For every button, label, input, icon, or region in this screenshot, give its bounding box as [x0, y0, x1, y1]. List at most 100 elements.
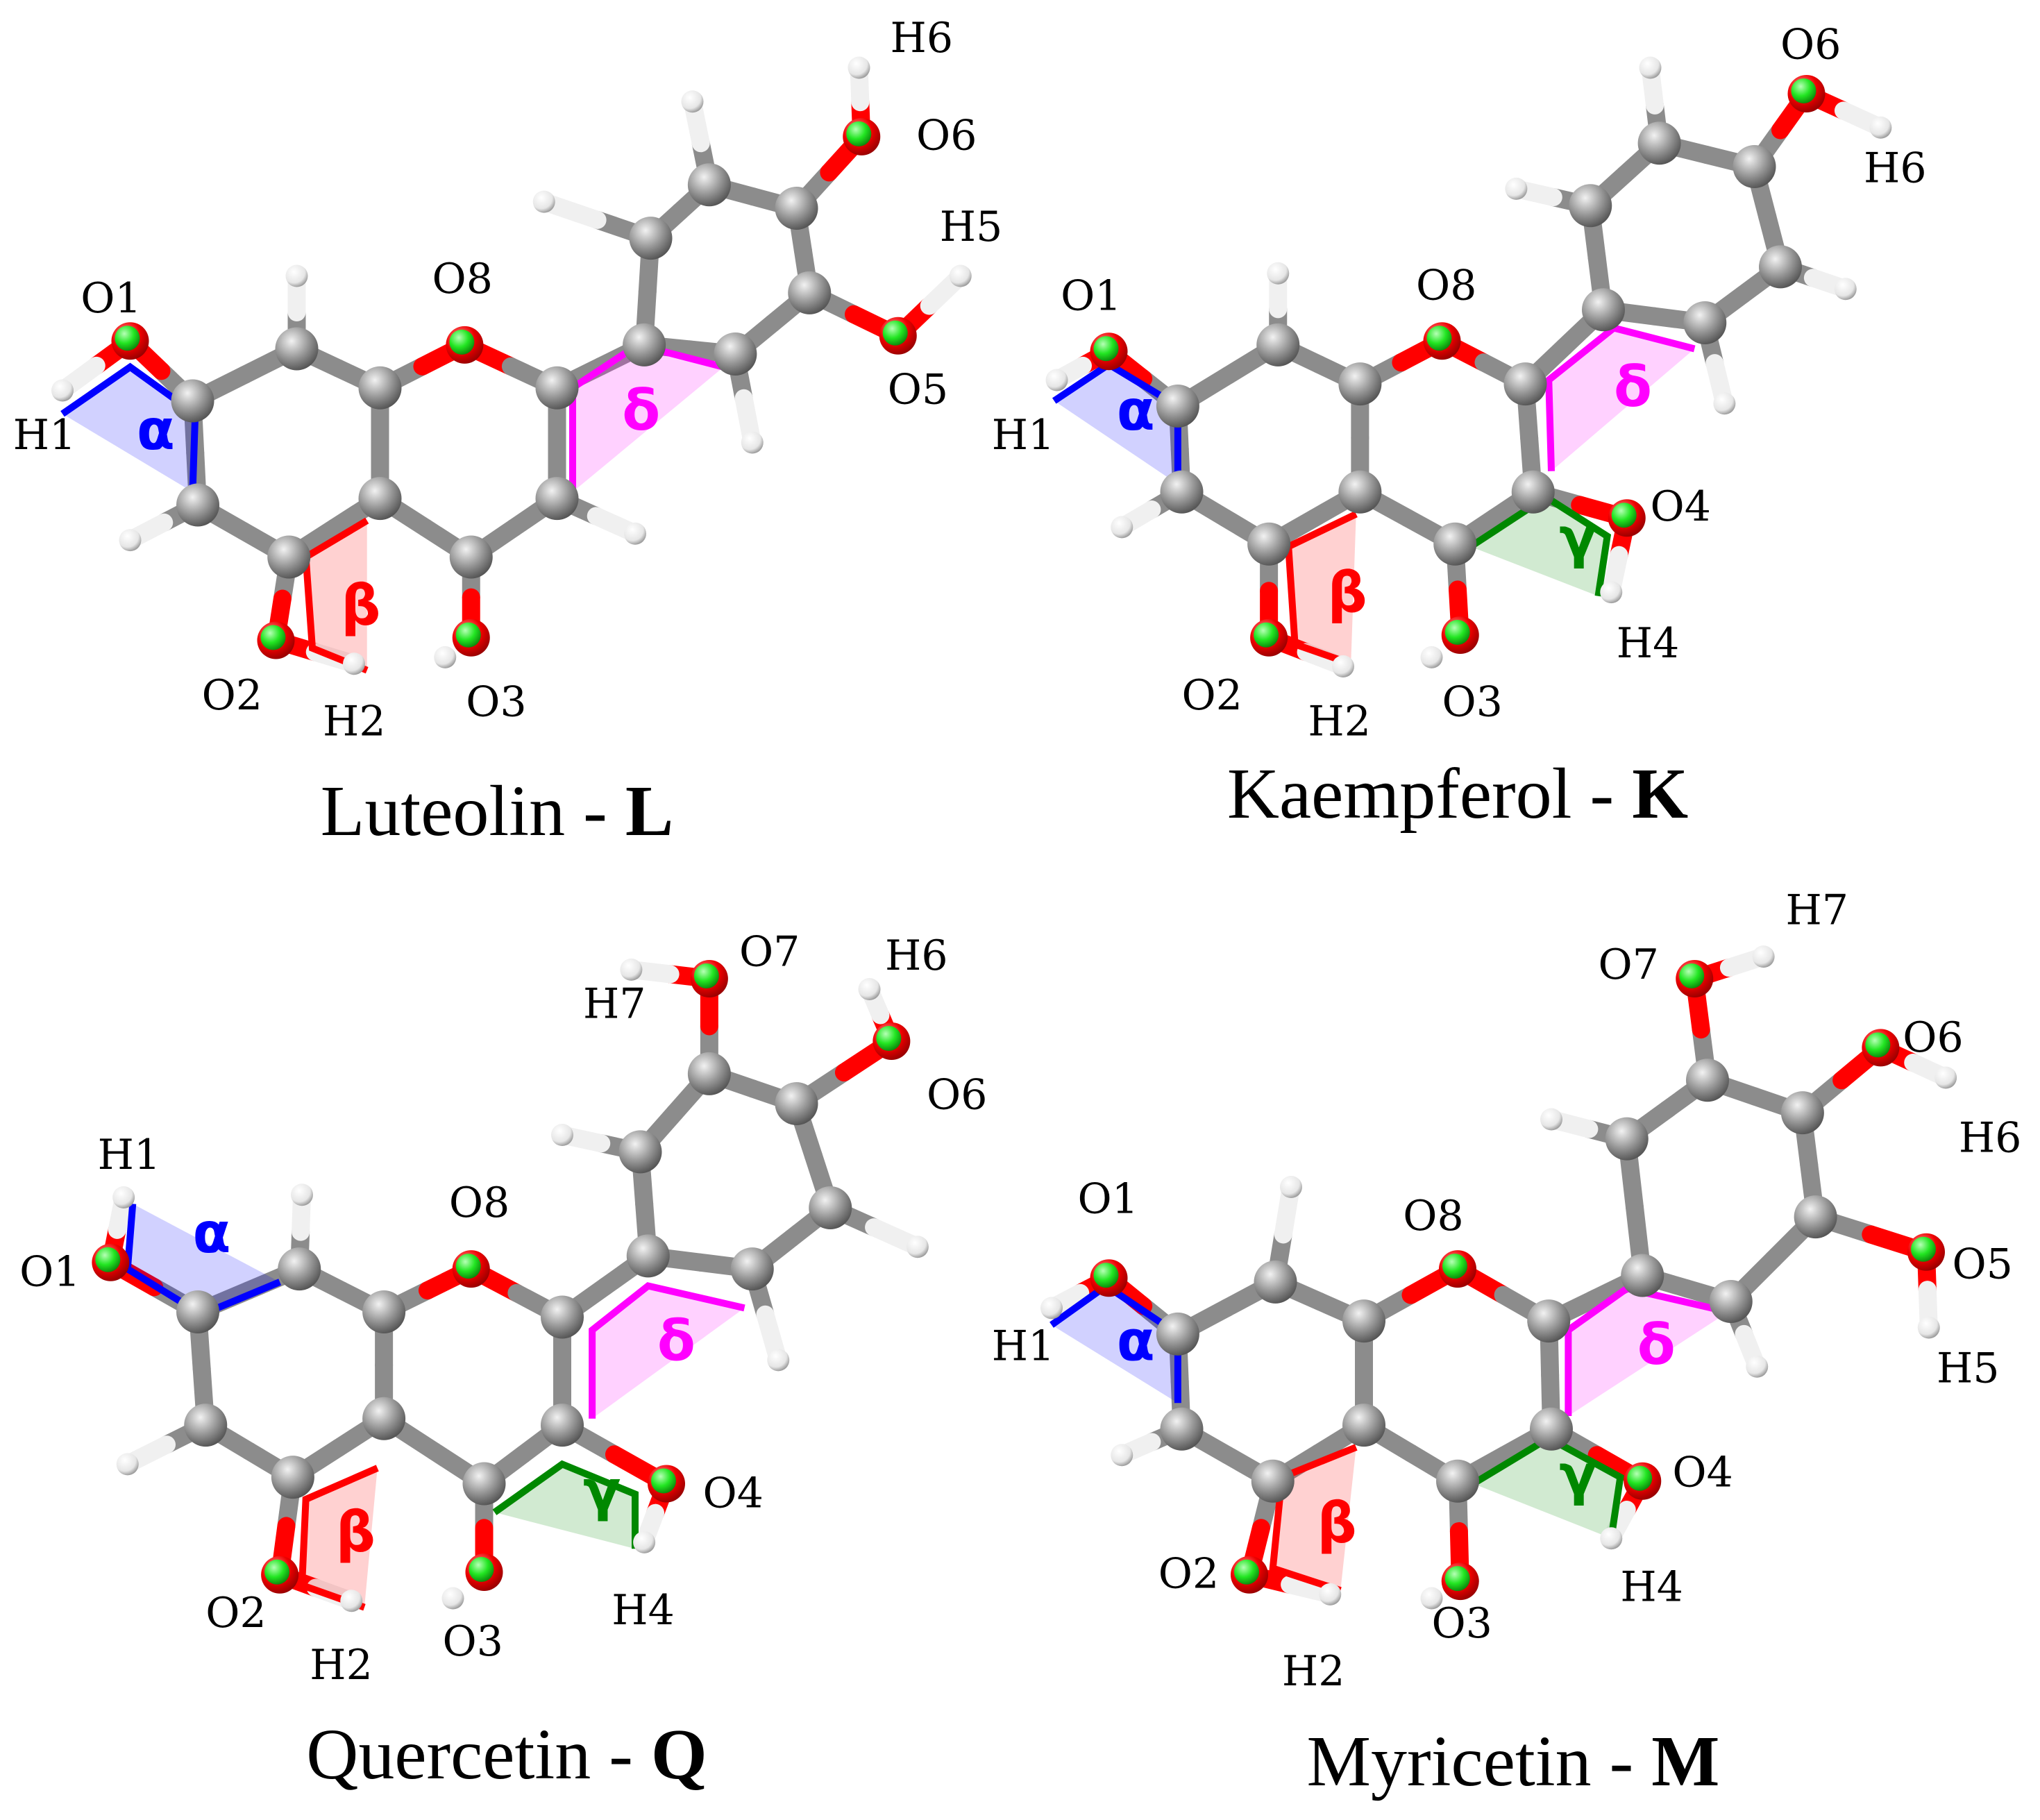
carbon-atom: [1338, 470, 1382, 514]
carbon-atom: [271, 1456, 314, 1499]
carbon-atom: [809, 1186, 852, 1229]
angle-markers: [60, 341, 725, 674]
carbon-atom: [1621, 1254, 1664, 1297]
beta-angle-line: [1269, 1444, 1358, 1594]
atom-label: H1: [992, 411, 1055, 460]
alpha-angle-line: [1052, 360, 1181, 485]
beta-angle-label: β: [1317, 1491, 1357, 1556]
hydrogen-atom: [340, 1590, 363, 1612]
hydrogen-atom: [119, 529, 142, 552]
carbon-atom: [449, 535, 493, 579]
hydrogen-atom: [1834, 278, 1857, 301]
beta-angle-shade: [1288, 514, 1356, 664]
atom-label: H2: [310, 1641, 373, 1690]
hydrogen-atom: [116, 1453, 139, 1476]
hydrogen-atom: [1752, 945, 1775, 968]
hydrogen-atom: [1420, 1587, 1443, 1610]
delta-angle-line: [1565, 1284, 1730, 1416]
carbon-atom: [1160, 470, 1204, 514]
hydrogen-atom: [741, 431, 764, 454]
carbon-atom: [1569, 184, 1612, 228]
gamma-angle-line: [1469, 493, 1612, 597]
hydrogen-atom: [1639, 56, 1662, 79]
hydrogen-atom: [1267, 262, 1290, 285]
gamma-angle-label: γ: [1559, 506, 1597, 571]
hydrogen-atom: [1540, 1108, 1562, 1131]
hydrogen-atom: [291, 1183, 313, 1206]
hydrogen-atom: [532, 190, 555, 213]
atom-label: O4: [703, 1469, 764, 1517]
hydrogen-atom: [343, 652, 365, 675]
hydrogen-atom: [1280, 1176, 1302, 1198]
carbon-atom: [1342, 1299, 1385, 1343]
oxygen-marker: [1442, 1254, 1467, 1279]
carbon-atom: [1709, 1280, 1753, 1323]
gamma-angle-line: [1471, 1434, 1624, 1539]
hydrogen-atom: [1420, 646, 1443, 668]
delta-angle-shade: [1568, 1288, 1728, 1416]
delta-angle-shade: [573, 344, 724, 492]
oxygen-marker: [1791, 78, 1816, 103]
carbon-atom: [1530, 1407, 1573, 1451]
atom-label: H2: [1282, 1647, 1345, 1696]
gamma-angle-label: γ: [1559, 1443, 1597, 1508]
carbon-atom: [1683, 301, 1727, 344]
carbon-atom: [362, 1397, 406, 1440]
oxygen-marker: [882, 320, 908, 346]
atom-label: O8: [1403, 1192, 1463, 1240]
carbon-atom: [535, 477, 579, 521]
delta-angle-label: δ: [622, 378, 660, 443]
carbon-atom: [358, 366, 402, 410]
hydrogen-atom: [1917, 1316, 1940, 1339]
atom-label: O8: [1416, 261, 1476, 310]
carbon-atom: [618, 1130, 662, 1174]
carbon-atom: [788, 271, 832, 314]
beta-angle-label: β: [341, 573, 380, 638]
oxygen-marker: [264, 1559, 290, 1585]
alpha-angle-line: [124, 1203, 282, 1319]
oxygen-marker: [1444, 620, 1470, 645]
atom-label: H4: [612, 1586, 675, 1635]
delta-angle-line: [1545, 324, 1696, 471]
oxygen-marker: [1254, 622, 1279, 648]
carbon-atom: [1503, 362, 1547, 406]
atom-label: O7: [1599, 941, 1659, 989]
beta-angle-line: [302, 517, 369, 674]
atom-label: H7: [1786, 886, 1849, 934]
hydrogen-atom: [1600, 1527, 1623, 1550]
atoms: [51, 56, 972, 675]
oxygen-marker: [1093, 336, 1119, 362]
atom-label: H1: [98, 1131, 161, 1179]
carbon-atom: [626, 1234, 670, 1278]
carbon-atom: [1251, 1459, 1295, 1503]
hydrogen-atom: [848, 56, 870, 79]
hydrogen-atom: [1111, 516, 1133, 539]
carbon-atom: [358, 477, 402, 521]
atom-label: O8: [432, 255, 493, 303]
atom-label: O6: [916, 112, 977, 160]
delta-angle-line: [569, 341, 725, 492]
atom-label: H5: [1937, 1344, 2000, 1392]
carbon-atom: [275, 327, 319, 371]
carbon-atom: [1686, 1059, 1729, 1102]
molecule-caption: Quercetin - Q: [306, 1714, 707, 1794]
atom-label: O1: [1061, 271, 1121, 320]
delta-angle-label: δ: [657, 1308, 696, 1373]
angle-markers: [1049, 1281, 1730, 1594]
oxygen-marker: [846, 121, 872, 146]
hydrogen-atom: [624, 522, 646, 545]
alpha-angle-label: α: [1117, 1308, 1155, 1373]
carbon-atom: [1511, 470, 1555, 514]
atom-label: O2: [1158, 1550, 1219, 1599]
atom-label: O6: [1903, 1013, 1963, 1062]
alpha-angle-label: α: [193, 1201, 231, 1265]
oxygen-marker: [876, 1026, 902, 1051]
atoms: [92, 958, 929, 1612]
alpha-angle-line: [1049, 1281, 1181, 1404]
carbon-atom: [1794, 1195, 1837, 1239]
oxygen-marker: [115, 326, 140, 351]
atom-label: O6: [927, 1071, 987, 1120]
alpha-angle-line: [60, 362, 199, 492]
